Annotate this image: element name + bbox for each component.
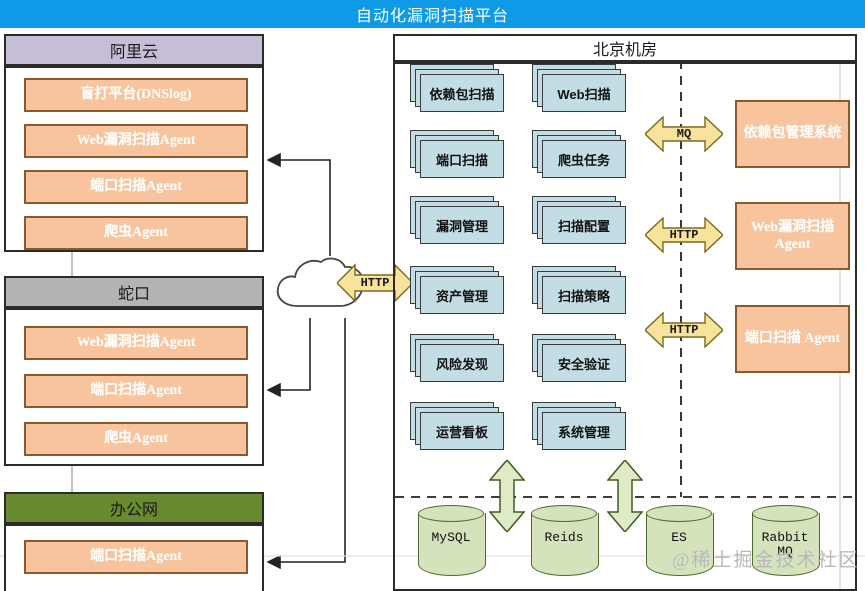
database-cylinder[interactable]: MySQL [418, 505, 486, 583]
external-system-box[interactable]: 端口扫描 Agent [735, 305, 850, 373]
agent-box[interactable]: Web漏洞扫描Agent [24, 124, 248, 158]
service-card[interactable]: 资产管理 [410, 266, 504, 314]
service-card[interactable]: 风险发现 [410, 334, 504, 382]
agent-box[interactable]: 端口扫描Agent [24, 540, 248, 574]
service-card[interactable]: Web扫描 [532, 64, 626, 112]
zone-body-shekou: Web漏洞扫描Agent 端口扫描Agent 爬虫Agent [4, 308, 264, 466]
service-card[interactable]: 漏洞管理 [410, 196, 504, 244]
agent-box[interactable]: 端口扫描Agent [24, 170, 248, 204]
database-cylinder[interactable]: ES [646, 505, 714, 583]
service-card[interactable]: 依赖包扫描 [410, 64, 504, 112]
zone-header-beijing: 北京机房 [393, 34, 857, 62]
page-title: 自动化漏洞扫描平台 [0, 0, 865, 28]
service-card[interactable]: 扫描配置 [532, 196, 626, 244]
zone-body-beijing [393, 62, 857, 591]
service-card[interactable]: 运营看板 [410, 402, 504, 450]
service-card-label: 扫描策略 [542, 276, 626, 314]
database-cylinder[interactable]: Rabbit MQ [752, 505, 820, 583]
service-card-label: 运营看板 [420, 412, 504, 450]
service-card-label: 风险发现 [420, 344, 504, 382]
service-card-label: 系统管理 [542, 412, 626, 450]
service-card[interactable]: 系统管理 [532, 402, 626, 450]
agent-box[interactable]: 爬虫Agent [24, 422, 248, 456]
service-card[interactable]: 扫描策略 [532, 266, 626, 314]
agent-box[interactable]: 爬虫Agent [24, 216, 248, 250]
agent-box[interactable]: 盲打平台(DNSlog) [24, 78, 248, 112]
external-system-box[interactable]: Web漏洞扫描 Agent [735, 202, 850, 270]
protocol-arrow-http-web: HTTP [643, 216, 725, 254]
watermark: @稀土掘金技术社区 [672, 550, 860, 571]
service-card-label: 端口扫描 [420, 140, 504, 178]
service-card[interactable]: 爬虫任务 [532, 130, 626, 178]
external-system-box[interactable]: 依赖包管理系统 [735, 100, 850, 168]
service-card-label: 漏洞管理 [420, 206, 504, 244]
zone-body-alicloud: 盲打平台(DNSlog) Web漏洞扫描Agent 端口扫描Agent 爬虫Ag… [4, 66, 264, 252]
agent-box[interactable]: Web漏洞扫描Agent [24, 326, 248, 360]
protocol-arrow-mq: MQ [643, 115, 725, 153]
data-flow-arrow-right [606, 458, 644, 534]
service-card-label: 依赖包扫描 [420, 74, 504, 112]
agent-box[interactable]: 端口扫描Agent [24, 374, 248, 408]
protocol-arrow-http-port: HTTP [643, 311, 725, 349]
protocol-arrow-label: HTTP [669, 323, 699, 337]
database-label: Rabbit MQ [761, 530, 809, 560]
service-card-label: 扫描配置 [542, 206, 626, 244]
service-card-label: Web扫描 [542, 74, 626, 112]
data-flow-arrow-left [488, 458, 526, 534]
database-label: Reids [544, 530, 584, 545]
service-card-label: 资产管理 [420, 276, 504, 314]
zone-header-shekou: 蛇口 [4, 276, 264, 308]
database-cylinder[interactable]: Reids [531, 505, 599, 583]
protocol-arrow-label: HTTP [360, 276, 390, 290]
zone-header-office: 办公网 [4, 492, 264, 524]
zone-body-office: 端口扫描Agent [4, 524, 264, 591]
protocol-arrow-label: HTTP [669, 228, 699, 242]
service-card-label: 爬虫任务 [542, 140, 626, 178]
service-card-label: 安全验证 [542, 344, 626, 382]
database-label: ES [671, 530, 687, 545]
service-card[interactable]: 端口扫描 [410, 130, 504, 178]
protocol-arrow-label: MQ [676, 127, 692, 141]
database-label: MySQL [431, 530, 471, 545]
service-card[interactable]: 安全验证 [532, 334, 626, 382]
zone-header-alicloud: 阿里云 [4, 34, 264, 66]
